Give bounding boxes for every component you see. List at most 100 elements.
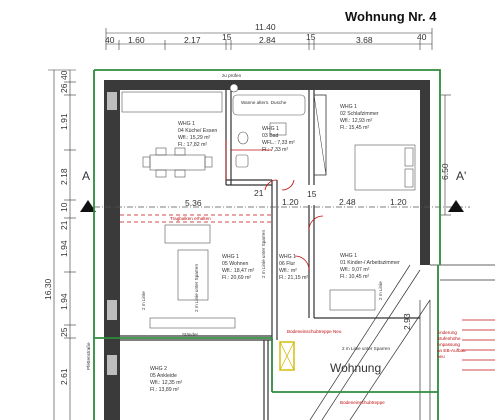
dim-top-seg: 40 [417, 32, 427, 42]
room-label-living: WHG 1 05 Wohnen Wfl.: 18,47 m² Fl.: 20,6… [222, 254, 255, 281]
dim-left-seg: 21 [59, 220, 69, 230]
svg-text:an EB-Aufbau: an EB-Aufbau [437, 348, 466, 353]
svg-text:Fl.: 20,69 m²: Fl.: 20,69 m² [222, 275, 251, 281]
note-liner-bottom: 2 m Linie unter Sparren [342, 346, 390, 351]
svg-text:Wfl.: m²: Wfl.: m² [279, 268, 297, 274]
svg-text:neu: neu [437, 354, 445, 359]
dim-mid: 5.36 [185, 198, 202, 208]
svg-text:Wfl.: 15,29 m²: Wfl.: 15,29 m² [178, 135, 211, 141]
room-label-dressing: WHG 2 05 Ankleide Wfl.: 12,35 m² Fl.: 13… [150, 366, 183, 393]
dim-top-seg: 15 [306, 32, 316, 42]
dim-top-seg: 1.60 [128, 35, 145, 45]
dim-top-seg: 2.17 [184, 35, 201, 45]
dim-top-seg: 3.68 [356, 35, 373, 45]
svg-text:Anpassung: Anpassung [437, 342, 460, 347]
svg-text:Wfl.: 12,35 m²: Wfl.: 12,35 m² [150, 380, 183, 386]
dim-left-seg: 2.18 [59, 168, 69, 185]
note-stair-hatch-2: Bodeneinschubtreppe [340, 400, 385, 405]
note-liner-hall: 2 m Linie unter Sparren [261, 230, 266, 278]
note-partition: Pfettenstraße [86, 342, 91, 370]
section-marker-right [448, 200, 464, 212]
svg-text:05 Wohnen: 05 Wohnen [222, 261, 249, 267]
note-liner-left: 2 m Linie [141, 291, 146, 310]
dim-mid: 1.20 [282, 197, 299, 207]
dim-left-seg: 1.91 [59, 113, 69, 130]
interior-walls [120, 90, 420, 420]
top-dimension-chain [105, 28, 433, 50]
svg-text:Fl.: 13,89 m²: Fl.: 13,89 m² [150, 387, 179, 393]
room-label-bedroom: WHG 1 02 Schlafzimmer Wfl.: 12,93 m² Fl.… [340, 104, 379, 131]
dim-mid: 15 [307, 189, 317, 199]
dim-left-seg: 1.94 [59, 293, 69, 310]
chimney-symbol [229, 83, 239, 93]
svg-text:Fl.: 7,33 m²: Fl.: 7,33 m² [262, 147, 289, 153]
roof-lines [309, 264, 495, 420]
dim-left-seg: 1.94 [59, 240, 69, 257]
right-dimension-chain [439, 94, 451, 216]
attic-stair-hatch [279, 341, 295, 371]
svg-text:WFL.: 7,33 m²: WFL.: 7,33 m² [262, 140, 295, 146]
outer-walls [104, 80, 430, 420]
stair-steps [462, 319, 495, 371]
dim-left-seg: 26 [59, 83, 69, 93]
dim-left-seg: 10 [59, 202, 69, 212]
note-existing-shower: Wanne altern. Dusche [241, 100, 287, 105]
svg-text:WHG 1: WHG 1 [279, 254, 296, 260]
svg-text:04 Küche/ Essen: 04 Küche/ Essen [178, 128, 217, 134]
dim-left-seg: 2.61 [59, 368, 69, 385]
kitchen-furniture [121, 91, 223, 178]
svg-text:Wfl.: 18,47 m²: Wfl.: 18,47 m² [222, 268, 255, 274]
svg-text:03 Bad: 03 Bad [262, 133, 279, 139]
dim-right-height: 6.50 [440, 163, 450, 180]
note-stud: Ständer [182, 332, 199, 337]
svg-text:Fl.: 15,45 m²: Fl.: 15,45 m² [340, 125, 369, 131]
svg-text:Fl.: 10,45 m²: Fl.: 10,45 m² [340, 274, 369, 280]
new-work-lines [225, 140, 324, 271]
plan-title: Wohnung Nr. 4 [345, 9, 437, 24]
svg-text:Wfl.: 9,07 m²: Wfl.: 9,07 m² [340, 267, 370, 273]
note-top: zu prüfen [222, 73, 242, 78]
unit-label: Wohnung [330, 361, 381, 375]
dim-mid: 1.20 [390, 197, 407, 207]
section-label-left: A [82, 169, 90, 183]
svg-text:WHG 2: WHG 2 [150, 366, 167, 372]
dim-overall-width: 11.40 [255, 22, 276, 32]
svg-text:05 Ankleide: 05 Ankleide [150, 373, 177, 379]
left-dimension-chain [48, 69, 76, 420]
dim-top-seg: 15 [222, 32, 232, 42]
svg-text:01 Kinder-/ Arbeitszimmer: 01 Kinder-/ Arbeitszimmer [340, 260, 400, 266]
svg-text:02 Schlafzimmer: 02 Schlafzimmer [340, 111, 379, 117]
change-note: Änderung Stufenhöhe Anpassung an EB-Aufb… [437, 329, 466, 359]
note-liner-child: 2 m Linie [378, 281, 383, 300]
svg-text:WHG 1: WHG 1 [340, 253, 357, 259]
wardrobe [313, 94, 327, 176]
svg-text:Fl.: 17,82 m²: Fl.: 17,82 m² [178, 142, 207, 148]
dim-top-seg: 40 [105, 35, 115, 45]
dim-top-seg: 2.84 [259, 35, 276, 45]
svg-text:WHG 1: WHG 1 [178, 121, 195, 127]
dim-right-lower: 2.93 [402, 313, 412, 330]
svg-text:06 Flur: 06 Flur [279, 261, 295, 267]
svg-text:WHG 1: WHG 1 [222, 254, 239, 260]
svg-text:Fl.: 21,15 m²: Fl.: 21,15 m² [279, 275, 308, 281]
room-label-bathroom: WHG 1 03 Bad WFL.: 7,33 m² Fl.: 7,33 m² [262, 126, 295, 153]
note-liner-living: 2 m Linie unter Sparren [194, 264, 199, 312]
dim-mid: 21 [254, 188, 264, 198]
living-furniture [149, 224, 236, 329]
svg-text:Wfl.: 12,93 m²: Wfl.: 12,93 m² [340, 118, 373, 124]
svg-text:WHG 1: WHG 1 [262, 126, 279, 132]
dim-left-seg: 40 [59, 70, 69, 80]
section-marker-left [80, 200, 96, 212]
room-label-kitchen: WHG 1 04 Küche/ Essen Wfl.: 15,29 m² Fl.… [178, 121, 217, 148]
svg-text:WHG 1: WHG 1 [340, 104, 357, 110]
svg-text:Änderung: Änderung [437, 329, 457, 335]
note-beam: Tragbalken erhalten [170, 216, 211, 221]
section-label-right: A' [456, 169, 466, 183]
room-label-kids-room: WHG 1 01 Kinder-/ Arbeitszimmer Wfl.: 9,… [340, 253, 400, 280]
svg-text:Stufenhöhe: Stufenhöhe [437, 336, 461, 341]
dim-overall-height: 16.30 [43, 278, 53, 300]
dim-mid: 2.48 [339, 197, 356, 207]
bed [354, 144, 416, 191]
desk [329, 289, 376, 311]
